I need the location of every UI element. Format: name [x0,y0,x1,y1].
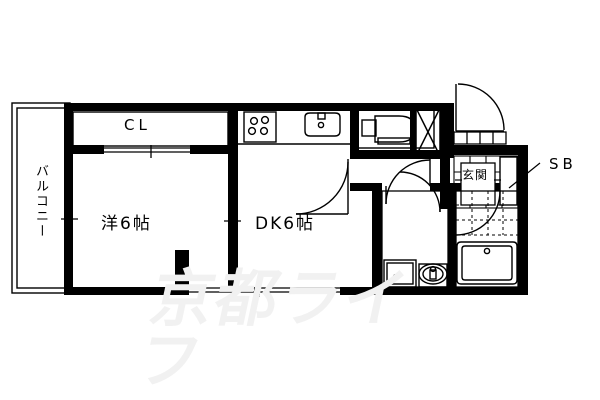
washbasin-icon [418,263,448,288]
kitchen-sink-icon [304,112,341,137]
dk-door[interactable] [385,158,431,205]
bath-tile-floor [456,191,518,236]
dining-kitchen-label: DK6帖 [255,214,316,234]
balcony-label: バルコニー [33,164,48,239]
genkan-step [460,162,496,206]
meter-box-frame [410,104,416,158]
western-room-label: 洋6帖 [101,214,152,234]
washing-machine-pan-icon [383,259,417,288]
shoe-box-label: SB [549,155,577,173]
three-burner-stove-icon [243,111,277,143]
western-room-window [88,287,176,293]
entrance-door[interactable] [455,83,505,132]
entrance-threshold [453,131,507,145]
closet-label: CL [124,116,151,134]
toilet-door[interactable] [295,159,349,215]
genkan-label: 玄関 [462,168,489,182]
bath-door[interactable] [455,190,501,236]
meter-box-icon [415,107,441,157]
sb-leader-line [508,162,541,189]
genkan-inner-door[interactable] [399,171,441,213]
closet-sliding-doors [85,145,218,158]
balcony-sliding-window [61,155,78,285]
dk-window [186,283,340,297]
bath-room-outline [455,190,519,288]
bathtub-icon [456,241,518,285]
room-partition-sliding-door [224,158,241,288]
